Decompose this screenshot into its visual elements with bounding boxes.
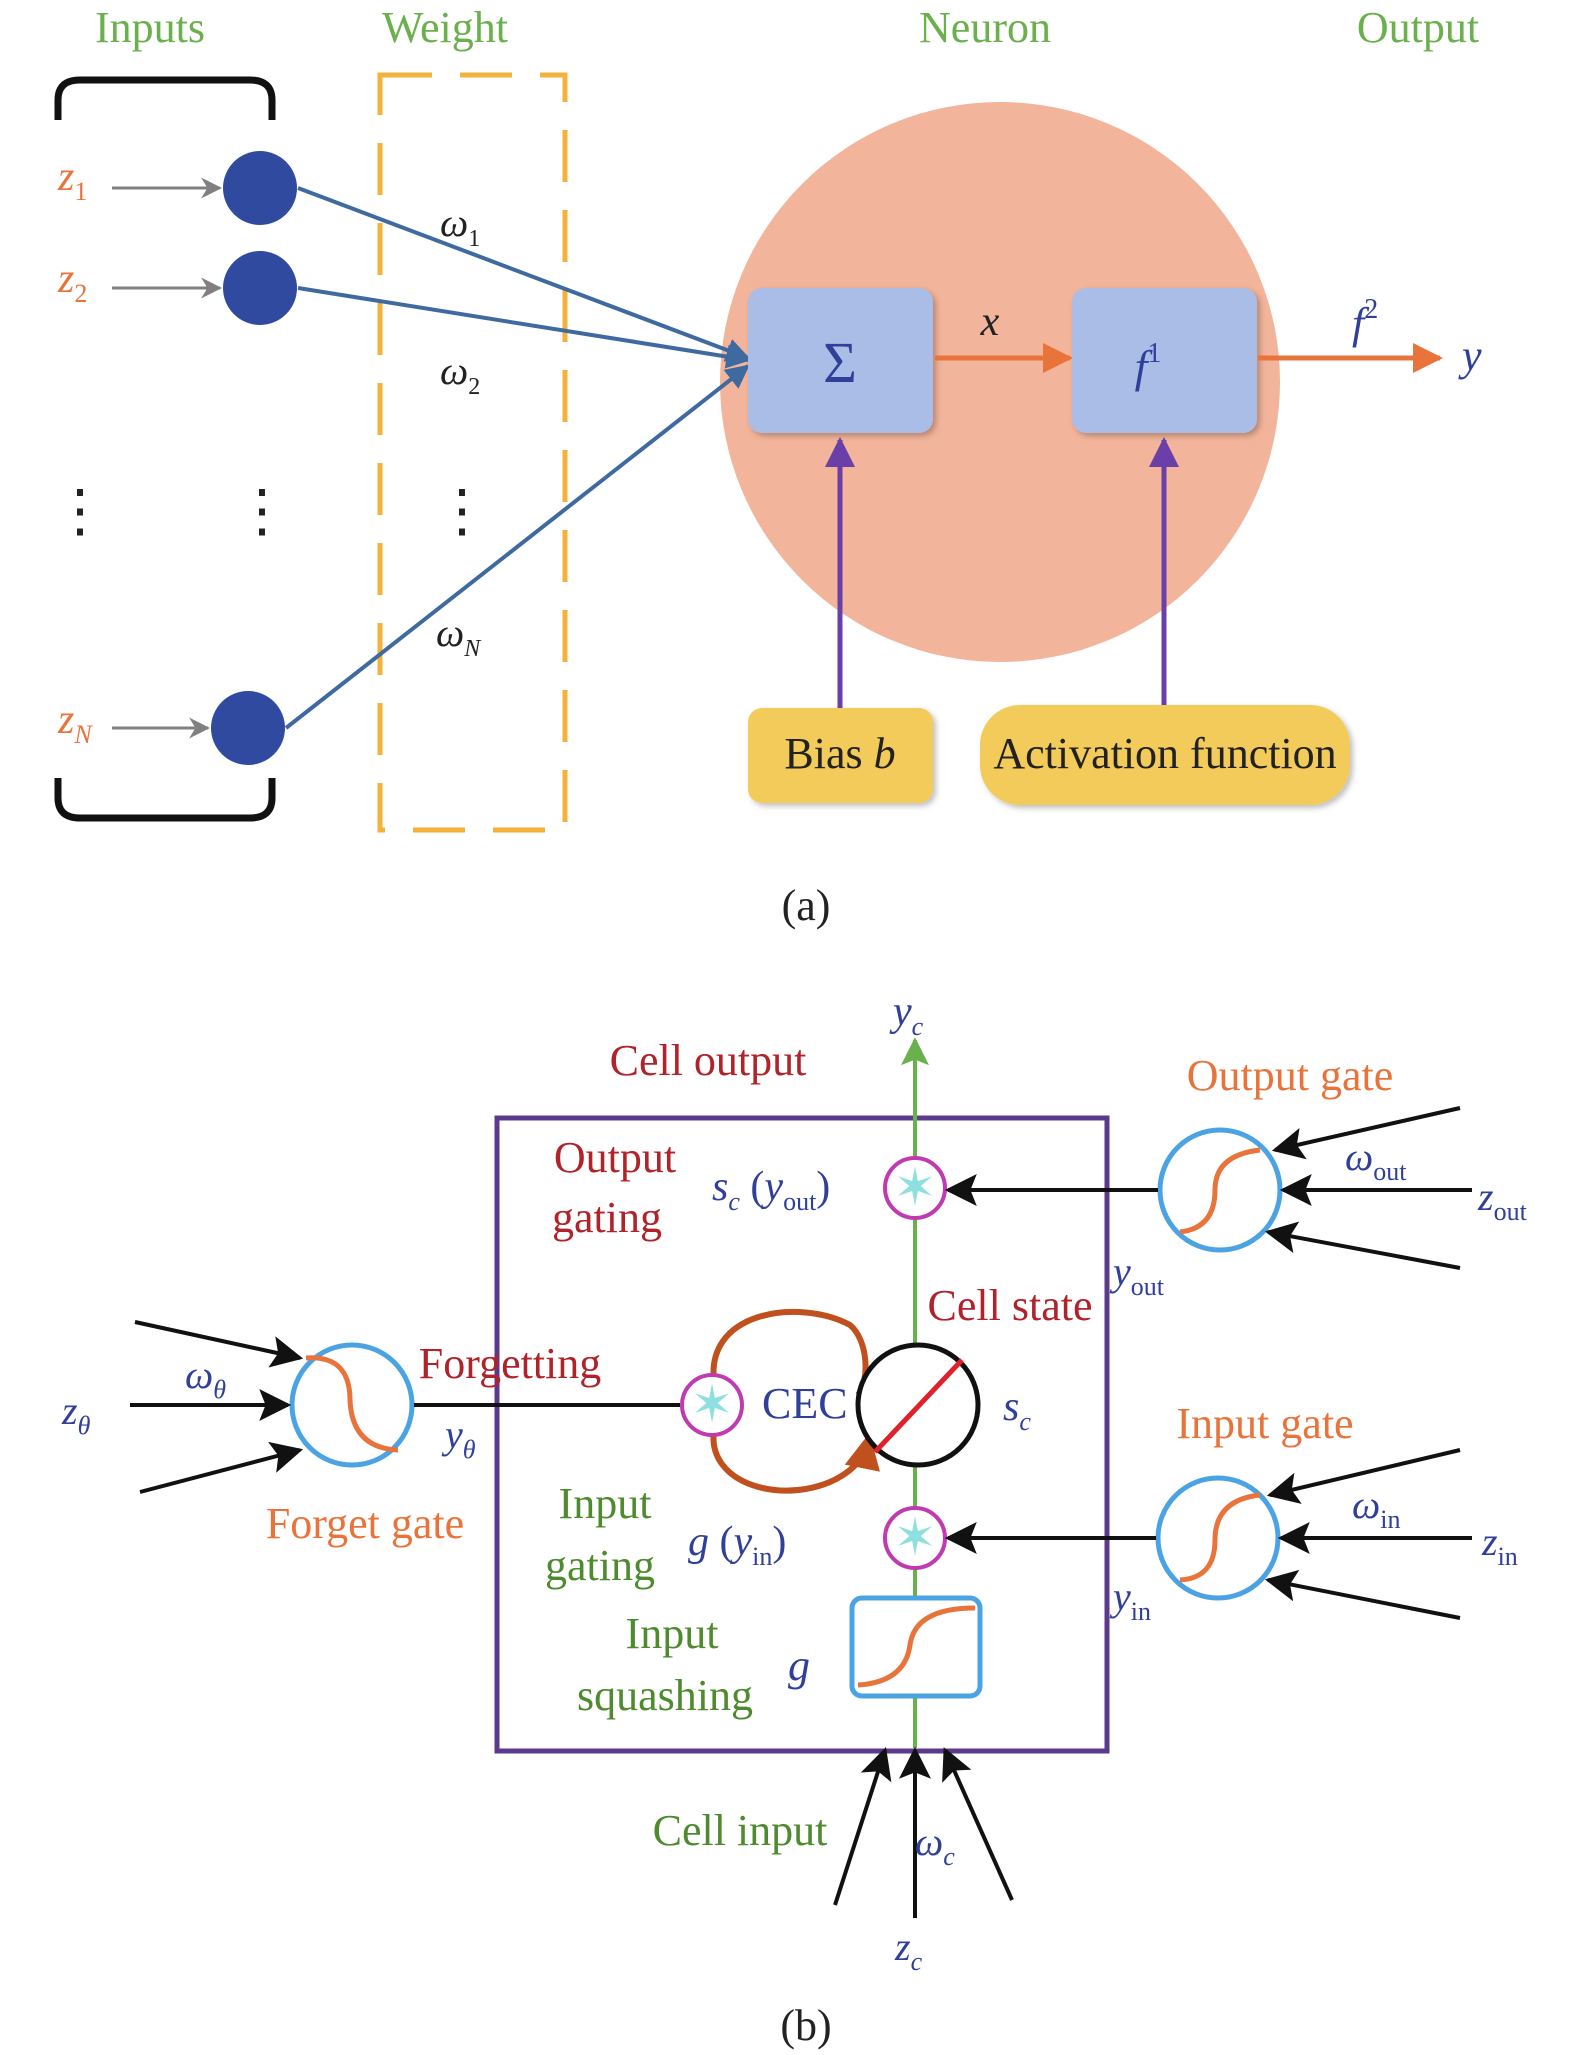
output-y-label: y — [1458, 331, 1482, 380]
header-output: Output — [1357, 3, 1479, 52]
input-z2-label: z2 — [57, 256, 87, 308]
output-gate-in-bottom — [1264, 1221, 1461, 1270]
memory-cell-box — [494, 1115, 1110, 1754]
output-gate-circle — [1157, 1127, 1283, 1253]
ellipsis-weights: ⋮ — [433, 478, 491, 543]
activation-function-box — [980, 705, 1350, 805]
input-node-2 — [223, 251, 297, 325]
panel-a: Inputs Weight Neuron Output z1 z2 zN ⋮ ⋮… — [51, 3, 1482, 930]
w-out-label: ωout — [1345, 1134, 1407, 1186]
input-gate-sigmoid-icon — [1179, 1492, 1261, 1583]
forget-gate-label: Forget gate — [266, 1499, 464, 1548]
neuron-circle — [720, 102, 1280, 662]
sc-label: sc — [1003, 1384, 1031, 1436]
cec-loop-top — [710, 1308, 869, 1397]
activation-box — [1072, 288, 1257, 433]
w-theta-label: ωθ — [185, 1352, 226, 1404]
output-gate-label: Output gate — [1187, 1051, 1394, 1100]
header-weight: Weight — [382, 3, 508, 52]
output-gating-label-2: gating — [552, 1193, 662, 1242]
forget-gate-in-top — [134, 1320, 304, 1368]
cec-loop-bottom — [710, 1424, 880, 1494]
y-out-label: yout — [1109, 1249, 1165, 1301]
activation-function-label: Activation function — [993, 729, 1336, 778]
sc-yout-label: sc (yout) — [712, 1164, 830, 1216]
weight-dashed-box — [377, 72, 568, 833]
w-c-label: ωc — [915, 1819, 955, 1871]
weight-wn-label: ωN — [436, 610, 482, 662]
cell-input-label: Cell input — [653, 1806, 828, 1855]
header-neuron: Neuron — [919, 3, 1051, 52]
weight-line-2 — [297, 286, 751, 369]
g-yin-label: g (yin) — [688, 1519, 786, 1571]
y-theta-label: yθ — [441, 1412, 476, 1464]
cell-state-label: Cell state — [928, 1281, 1093, 1330]
input-squashing-label-1: Input — [626, 1609, 719, 1658]
weight-w2-label: ω2 — [440, 348, 480, 400]
forget-gate-curve-icon — [305, 1355, 399, 1453]
forget-gate-in-bottom — [139, 1441, 304, 1494]
summation-symbol: Σ — [823, 330, 857, 395]
input-squashing-box — [849, 1595, 983, 1699]
input-gating-star-icon: ✶ — [893, 1508, 937, 1568]
input-gating-label-1: Input — [559, 1479, 652, 1528]
cell-output-label: Cell output — [610, 1036, 807, 1085]
input-squashing-label-2: squashing — [577, 1671, 753, 1720]
forgetting-multiplier — [680, 1373, 744, 1437]
w-in-label: ωin — [1352, 1482, 1400, 1534]
bias-box — [748, 708, 933, 803]
cec-label: CEC — [762, 1379, 848, 1428]
weight-line-n — [284, 364, 750, 730]
input-zn-label: zN — [57, 697, 93, 749]
weight-w1-label: ω1 — [440, 200, 480, 252]
summation-box — [748, 288, 933, 433]
z-in-label: zin — [1481, 1519, 1518, 1571]
panel-b: yc Cell output ✶ Output gating sc (yout)… — [61, 989, 1528, 2050]
input-squashing-curve-icon — [857, 1605, 976, 1688]
bias-label: Bias b — [784, 729, 895, 778]
input-bracket-top — [54, 76, 276, 120]
input-node-n — [211, 691, 285, 765]
forgetting-label: Forgetting — [419, 1339, 602, 1388]
input-node-1 — [223, 151, 297, 225]
cell-input-left — [833, 1746, 892, 1906]
x-label: x — [980, 299, 1000, 345]
ellipsis-inputs: ⋮ — [51, 478, 109, 543]
input-bracket-bottom — [54, 778, 276, 822]
g-label: g — [788, 1641, 810, 1690]
forgetting-star-icon: ✶ — [690, 1375, 734, 1435]
z-c-label: zc — [894, 1924, 923, 1976]
cell-input-right — [942, 1747, 1014, 1901]
ellipsis-nodes: ⋮ — [233, 478, 291, 543]
yc-label: yc — [889, 989, 924, 1041]
cell-state-slash — [873, 1358, 964, 1454]
header-inputs: Inputs — [95, 3, 205, 52]
caption-b: (b) — [780, 2001, 831, 2050]
output-f2-label: f2 — [1352, 294, 1378, 348]
caption-a: (a) — [782, 881, 831, 930]
input-gate-label: Input gate — [1176, 1399, 1353, 1448]
input-gating-label-2: gating — [545, 1541, 655, 1590]
output-gate-sigmoid-icon — [1179, 1147, 1261, 1235]
input-z1-label: z1 — [57, 154, 87, 206]
y-in-label: yin — [1109, 1574, 1151, 1626]
input-gate-in-top — [1266, 1448, 1461, 1504]
output-gate-in-top — [1271, 1106, 1461, 1160]
input-gate-in-bottom — [1264, 1569, 1461, 1620]
output-gating-star-icon: ✶ — [893, 1158, 937, 1218]
output-gating-label-1: Output — [554, 1133, 676, 1182]
weight-line-1 — [297, 186, 751, 362]
z-out-label: zout — [1477, 1174, 1528, 1226]
z-theta-label: zθ — [61, 1388, 91, 1440]
